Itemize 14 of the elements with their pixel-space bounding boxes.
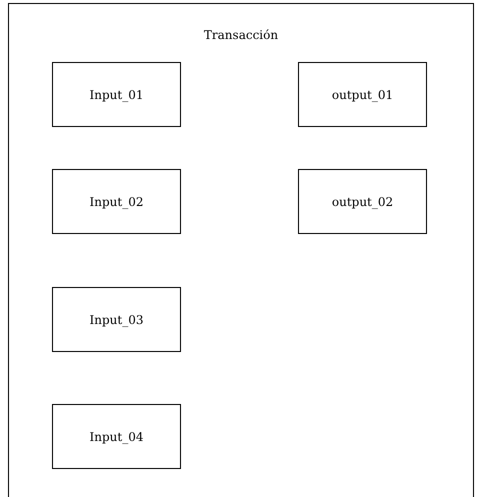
process-box: [52, 62, 181, 127]
container-title: Transacción: [204, 28, 278, 42]
process-box: [52, 287, 181, 352]
box-label: output_02: [332, 194, 394, 208]
box-label: Input_04: [90, 430, 144, 444]
process-box: [298, 62, 427, 127]
process-box: [52, 169, 181, 234]
process-box: [298, 169, 427, 234]
box-label: Input_03: [90, 312, 144, 326]
box-label: output_01: [332, 88, 394, 102]
box-label: Input_02: [90, 194, 144, 208]
process-box: [52, 404, 181, 469]
container-box: [8, 3, 474, 497]
box-label: Input_01: [90, 88, 144, 102]
